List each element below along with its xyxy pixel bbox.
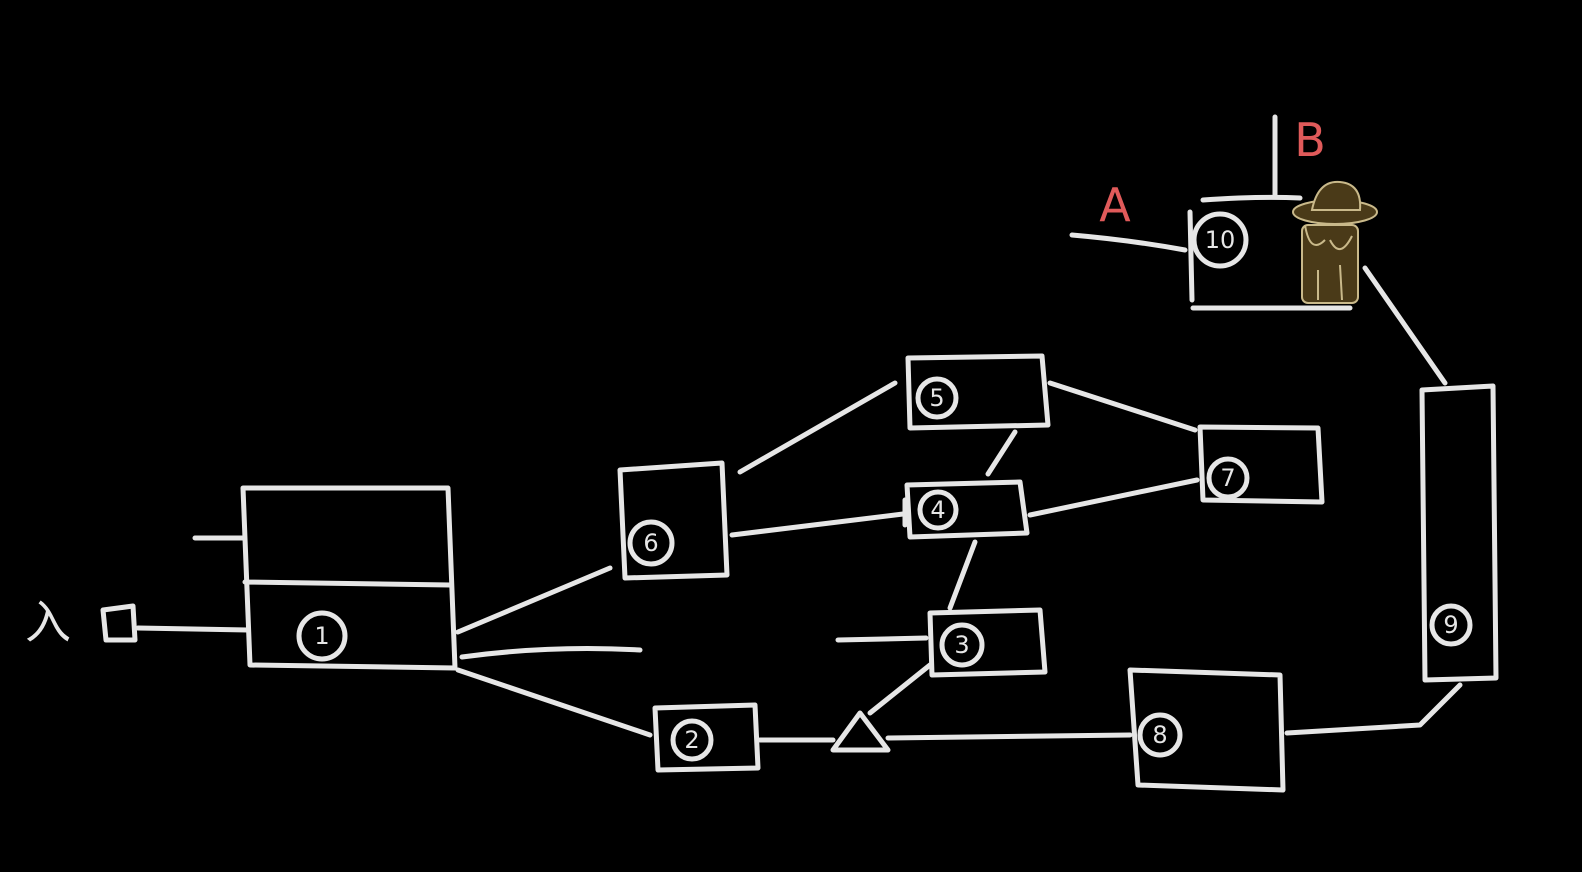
entrance-label: 入 [25, 595, 71, 649]
path-1-6 [455, 565, 613, 635]
node-5-label: 5 [929, 384, 944, 412]
label-b: B [1294, 113, 1326, 167]
node-6-label: 6 [643, 529, 658, 557]
label-a: A [1099, 178, 1131, 232]
node-9-label: 9 [1443, 611, 1458, 639]
path-a-10 [1069, 232, 1188, 253]
path-entrance-1 [135, 625, 251, 633]
room-5[interactable]: 5 [905, 353, 1051, 431]
node-7-label: 7 [1220, 464, 1235, 492]
node-3-label: 3 [954, 631, 969, 659]
cowboy-character-icon [1292, 180, 1378, 304]
path-4-7 [1027, 477, 1200, 518]
path-5-4 [985, 429, 1018, 477]
path-1-deadend [459, 646, 643, 660]
path-junction-3 [867, 662, 933, 716]
room-10[interactable]: 10 [1187, 114, 1353, 311]
room-1[interactable]: 1 [192, 485, 458, 671]
room-6[interactable]: 6 [617, 460, 730, 581]
path-8-9 [1284, 682, 1463, 736]
path-5-7 [1047, 380, 1198, 433]
node-1-label: 1 [314, 622, 329, 650]
path-junction-8 [885, 732, 1133, 741]
path-6-4 [729, 511, 906, 538]
node-10-label: 10 [1205, 226, 1236, 254]
node-8-label: 8 [1152, 721, 1167, 749]
entrance: 入 [25, 595, 251, 649]
path-4-3 [947, 539, 978, 611]
path-1-2 [455, 667, 653, 738]
room-7[interactable]: 7 [1197, 424, 1325, 505]
room-2[interactable]: 2 [652, 702, 761, 773]
path-3-deadend [835, 635, 929, 643]
path-9-10 [1362, 265, 1448, 386]
node-4-label: 4 [930, 496, 945, 524]
room-4[interactable]: 4 [902, 479, 1030, 540]
node-2-label: 2 [684, 726, 699, 754]
room-8[interactable]: 8 [1127, 667, 1286, 793]
path-6-5 [737, 380, 898, 475]
room-3[interactable]: 3 [927, 607, 1048, 678]
triangle-junction [830, 710, 891, 753]
entrance-box [100, 603, 138, 643]
room-9[interactable]: 9 [1419, 383, 1499, 683]
